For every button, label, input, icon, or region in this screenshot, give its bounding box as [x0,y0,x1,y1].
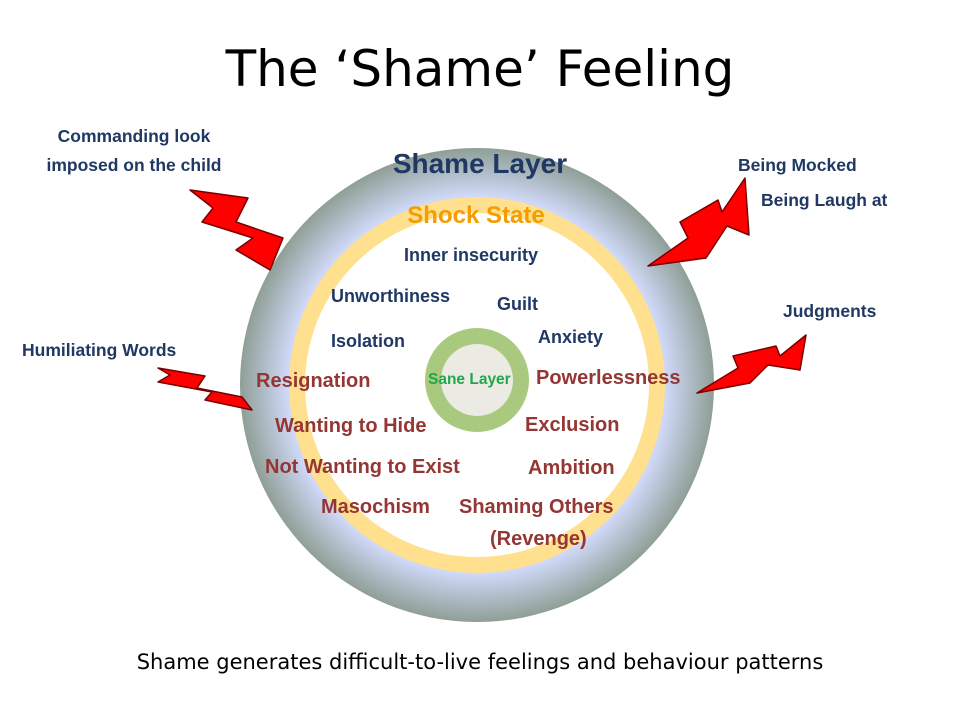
trigger-commanding-look: Commanding look imposed on the child [24,122,244,180]
sane-layer-label: Sane Layer [428,371,511,388]
unworthiness-label: Unworthiness [331,286,451,306]
page-title: The ‘Shame’ Feeling [225,40,735,98]
trigger-being-laugh-at: Being Laugh at [761,190,888,210]
shaming-others-label: Shaming Others [459,496,614,518]
caption: Shame generates difficult-to-live feelin… [136,650,824,674]
exclusion-label: Exclusion [525,414,620,436]
trigger-judgments: Judgments [783,301,877,321]
trigger-commanding-look-line1: Commanding look [57,126,211,146]
trigger-commanding-look-line2: imposed on the child [46,155,222,175]
ambition-label: Ambition [528,457,615,479]
powerlessness-label: Powerlessness [536,367,681,389]
lightning-bolt-icon [696,334,807,394]
lightning-bolt-icon [157,367,253,411]
sane-layer-core [441,344,513,416]
trigger-humiliating-words: Humiliating Words [22,340,177,360]
anxiety-label: Anxiety [538,327,604,347]
lightning-bolt-icon [647,177,750,267]
guilt-label: Guilt [497,294,538,314]
shock-state-label: Shock State [407,202,545,229]
isolation-label: Isolation [331,331,406,351]
trigger-being-mocked: Being Mocked [738,155,857,175]
wanting-to-hide-label: Wanting to Hide [275,415,427,437]
revenge-label: (Revenge) [490,528,587,550]
not-wanting-to-exist-label: Not Wanting to Exist [265,456,460,478]
resignation-label: Resignation [256,370,371,392]
shame-layer-label: Shame Layer [392,148,568,179]
inner-insecurity-label: Inner insecurity [404,245,539,265]
lightning-bolt-icon [189,189,284,271]
masochism-label: Masochism [321,496,430,518]
